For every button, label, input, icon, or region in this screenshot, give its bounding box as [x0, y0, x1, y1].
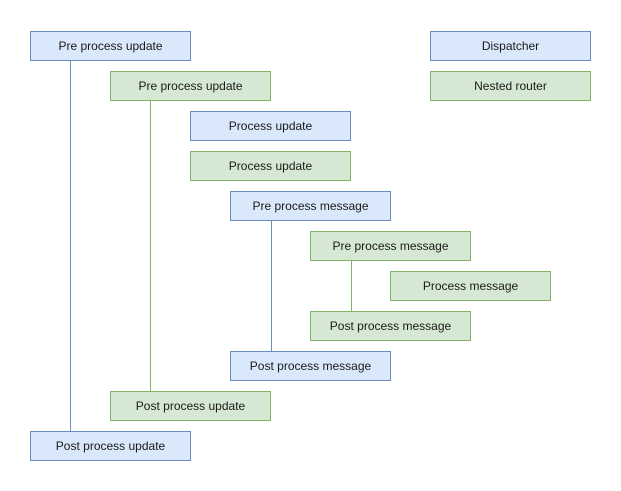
- node-post-process-update-dispatcher[interactable]: Post process update: [30, 431, 191, 461]
- node-process-update-dispatcher[interactable]: Process update: [190, 111, 351, 141]
- node-label: Pre process update: [138, 78, 243, 93]
- connector-dispatcher-update: [70, 60, 71, 431]
- node-label: Post process message: [249, 358, 372, 373]
- node-label: Post process update: [135, 398, 246, 413]
- node-label: Process update: [228, 158, 313, 173]
- node-process-update-router[interactable]: Process update: [190, 151, 351, 181]
- legend-item-nested-router[interactable]: Nested router: [430, 71, 591, 101]
- legend-label-dispatcher: Dispatcher: [481, 38, 540, 53]
- connector-router-message: [351, 260, 352, 311]
- node-post-process-message-dispatcher[interactable]: Post process message: [230, 351, 391, 381]
- node-label: Process message: [422, 278, 519, 293]
- legend-item-dispatcher[interactable]: Dispatcher: [430, 31, 591, 61]
- node-pre-process-message-dispatcher[interactable]: Pre process message: [230, 191, 391, 221]
- node-pre-process-message-router[interactable]: Pre process message: [310, 231, 471, 261]
- node-label: Pre process message: [332, 238, 449, 253]
- node-process-message-router[interactable]: Process message: [390, 271, 551, 301]
- connector-router-update: [150, 100, 151, 391]
- connector-dispatcher-message: [271, 220, 272, 351]
- node-label: Pre process update: [58, 38, 163, 53]
- node-label: Pre process message: [252, 198, 369, 213]
- node-label: Process update: [228, 118, 313, 133]
- node-label: Post process update: [55, 438, 166, 453]
- node-post-process-message-router[interactable]: Post process message: [310, 311, 471, 341]
- node-post-process-update-router[interactable]: Post process update: [110, 391, 271, 421]
- node-pre-process-update-router[interactable]: Pre process update: [110, 71, 271, 101]
- node-label: Post process message: [329, 318, 452, 333]
- node-pre-process-update-dispatcher[interactable]: Pre process update: [30, 31, 191, 61]
- legend-label-nested-router: Nested router: [474, 78, 547, 93]
